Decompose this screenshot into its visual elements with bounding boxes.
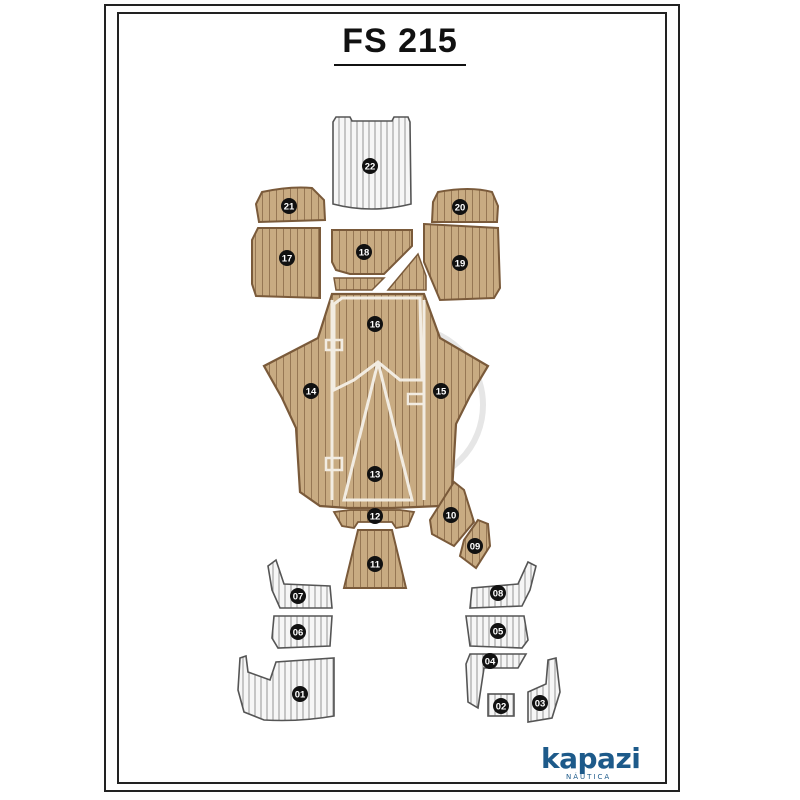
piece-marker-06: 06 — [290, 624, 306, 640]
marker-circle — [367, 316, 383, 332]
marker-circle — [490, 585, 506, 601]
marker-circle — [367, 466, 383, 482]
hatch-right — [406, 392, 426, 406]
marker-circle — [490, 623, 506, 639]
piece-marker-08: 08 — [490, 585, 506, 601]
marker-circle — [532, 695, 548, 711]
drawing-title: FS 215 — [342, 22, 458, 60]
marker-label: 01 — [295, 690, 306, 701]
piece-marker-03: 03 — [532, 695, 548, 711]
marker-circle — [467, 538, 483, 554]
marker-label: 15 — [436, 387, 447, 398]
piece-04[interactable] — [465, 653, 528, 710]
marker-label: 16 — [370, 320, 381, 331]
marker-circle — [482, 653, 498, 669]
piece-marker-13: 13 — [367, 466, 383, 482]
piece-marker-15: 15 — [433, 383, 449, 399]
piece-03[interactable] — [527, 657, 561, 723]
marker-label: 03 — [535, 699, 546, 710]
marker-label: 08 — [493, 589, 504, 600]
marker-circle — [290, 588, 306, 604]
piece-marker-02: 02 — [493, 698, 509, 714]
marker-label: 06 — [293, 628, 304, 639]
piece-18-wedge-left — [333, 277, 386, 291]
marker-circle — [356, 244, 372, 260]
marker-label: 11 — [370, 560, 381, 571]
marker-label: 18 — [359, 248, 370, 259]
piece-marker-11: 11 — [367, 556, 383, 572]
marker-circle — [367, 556, 383, 572]
marker-circle — [279, 250, 295, 266]
marker-label: 09 — [470, 542, 481, 553]
marker-label: 14 — [306, 387, 317, 398]
piece-marker-21: 21 — [281, 198, 297, 214]
piece-marker-19: 19 — [452, 255, 468, 271]
marker-label: 12 — [370, 512, 381, 523]
piece-07[interactable] — [267, 558, 333, 609]
piece-marker-17: 17 — [279, 250, 295, 266]
marker-circle — [443, 507, 459, 523]
marker-label: 04 — [485, 657, 496, 668]
marker-label: 22 — [365, 162, 376, 173]
marker-circle — [433, 383, 449, 399]
marker-label: 17 — [282, 254, 293, 265]
piece-marker-07: 07 — [290, 588, 306, 604]
marker-label: 13 — [370, 470, 381, 481]
piece-number-markers: 22 21 20 19 18 17 16 15 14 13 12 11 10 09 08 07 06 05 04 03… — [279, 158, 548, 714]
brand-logo: kapazi — [541, 742, 641, 775]
piece-marker-14: 14 — [303, 383, 319, 399]
marker-circle — [292, 686, 308, 702]
marker-label: 20 — [455, 203, 466, 214]
piece-13[interactable] — [342, 361, 414, 502]
marker-circle — [493, 698, 509, 714]
piece-08[interactable] — [469, 560, 537, 609]
marker-circle — [362, 158, 378, 174]
marker-circle — [367, 508, 383, 524]
piece-marker-16: 16 — [367, 316, 383, 332]
marker-label: 05 — [493, 627, 504, 638]
hatch-left — [324, 338, 344, 472]
inner-border — [117, 12, 667, 784]
outer-border — [104, 4, 680, 792]
piece-marker-10: 10 — [443, 507, 459, 523]
marker-label: 07 — [293, 592, 304, 603]
marker-label: 10 — [446, 511, 457, 522]
marker-circle — [303, 383, 319, 399]
piece-marker-18: 18 — [356, 244, 372, 260]
piece-marker-09: 09 — [467, 538, 483, 554]
marker-circle — [452, 255, 468, 271]
marker-label: 21 — [284, 202, 295, 213]
piece-marker-12: 12 — [367, 508, 383, 524]
piece-marker-05: 05 — [490, 623, 506, 639]
marker-circle — [452, 199, 468, 215]
piece-marker-20: 20 — [452, 199, 468, 215]
brand-tagline: NÁUTICA — [566, 773, 612, 781]
marker-circle — [290, 624, 306, 640]
piece-marker-01: 01 — [292, 686, 308, 702]
marker-circle — [281, 198, 297, 214]
piece-marker-22: 22 — [362, 158, 378, 174]
piece-18-wedge-right — [386, 252, 427, 291]
title-underline — [334, 64, 466, 66]
marker-label: 02 — [496, 702, 507, 713]
piece-01[interactable] — [237, 654, 335, 722]
marker-label: 19 — [455, 259, 466, 270]
piece-marker-04: 04 — [482, 653, 498, 669]
